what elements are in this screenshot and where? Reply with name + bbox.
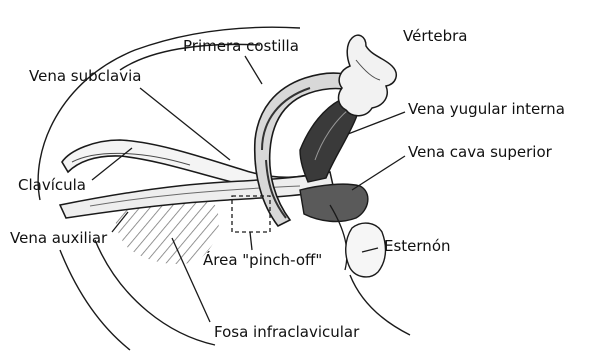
- label-area-pinch-off: Área "pinch-off": [203, 251, 322, 269]
- leader-vena-cava-superior: [352, 156, 405, 190]
- label-vertebra: Vértebra: [403, 27, 467, 45]
- label-vena-cava-superior: Vena cava superior: [408, 143, 552, 161]
- label-vena-yugular-interna: Vena yugular interna: [408, 100, 565, 118]
- vertebra-bone: [339, 35, 397, 116]
- leader-area-pinch-off: [250, 232, 252, 250]
- label-vena-auxiliar: Vena auxiliar: [10, 229, 107, 247]
- esternon-bone: [346, 223, 386, 277]
- label-vena-subclavia: Vena subclavia: [29, 67, 141, 85]
- label-esternon: Esternón: [384, 237, 451, 255]
- label-primera-costilla: Primera costilla: [183, 37, 299, 55]
- leader-primera-costilla: [245, 56, 262, 84]
- label-fosa-infraclavicular: Fosa infraclavicular: [214, 323, 359, 341]
- label-clavicula: Clavícula: [18, 176, 86, 194]
